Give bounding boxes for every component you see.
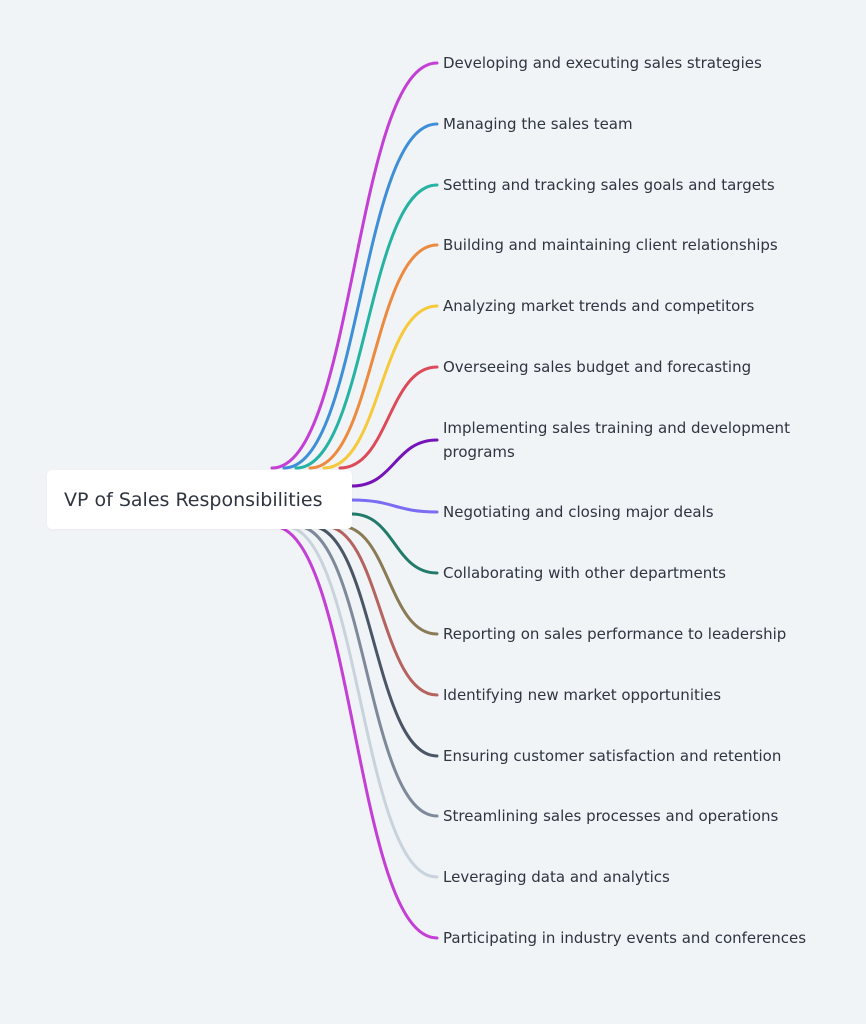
connector-10 xyxy=(338,524,439,636)
connector-2 xyxy=(282,122,439,470)
connector-7 xyxy=(350,438,439,488)
branch-node-6[interactable]: Overseeing sales budget and forecasting xyxy=(443,358,752,376)
connector-9 xyxy=(350,512,439,575)
connector-11 xyxy=(322,524,439,697)
root-node-label: VP of Sales Responsibilities xyxy=(64,488,323,511)
branch-node-10[interactable]: Reporting on sales performance to leader… xyxy=(443,625,787,643)
connector-14 xyxy=(282,524,439,879)
branch-node-13[interactable]: Streamlining sales processes and operati… xyxy=(443,807,779,825)
connector-1 xyxy=(270,61,439,470)
connector-13 xyxy=(294,524,439,818)
branch-node-2[interactable]: Managing the sales team xyxy=(443,115,633,133)
connector-12 xyxy=(308,524,439,758)
connector-6 xyxy=(338,365,439,470)
connector-5 xyxy=(322,304,439,470)
branch-node-5[interactable]: Analyzing market trends and competitors xyxy=(443,297,755,315)
branch-node-4[interactable]: Building and maintaining client relation… xyxy=(443,236,778,254)
branch-node-12[interactable]: Ensuring customer satisfaction and reten… xyxy=(443,747,782,765)
connector-15 xyxy=(270,524,439,940)
branch-node-1[interactable]: Developing and executing sales strategie… xyxy=(443,54,762,72)
branch-node-9[interactable]: Collaborating with other departments xyxy=(443,564,726,582)
connector-4 xyxy=(308,243,439,470)
root-node[interactable]: VP of Sales Responsibilities xyxy=(47,470,352,529)
branch-node-15[interactable]: Participating in industry events and con… xyxy=(443,929,807,947)
branch-node-11[interactable]: Identifying new market opportunities xyxy=(443,686,722,704)
branch-node-3[interactable]: Setting and tracking sales goals and tar… xyxy=(443,176,775,194)
branch-node-8[interactable]: Negotiating and closing major deals xyxy=(443,503,714,521)
branch-node-14[interactable]: Leveraging data and analytics xyxy=(443,868,670,886)
connector-8 xyxy=(350,498,439,514)
branch-node-7[interactable]: Implementing sales training and developm… xyxy=(443,419,790,461)
connector-3 xyxy=(294,183,439,470)
